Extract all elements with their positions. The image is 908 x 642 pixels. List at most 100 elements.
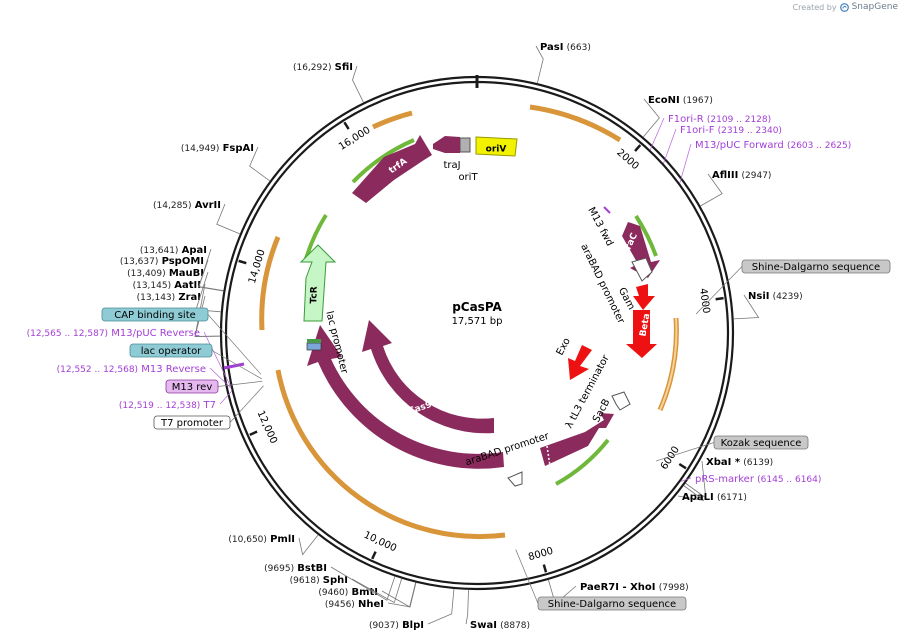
sacb-dotted xyxy=(546,445,551,467)
site-layer: PasI (663) EcoNI (1967) AflIII (2947) NsiI … xyxy=(120,42,803,631)
site-name: AatII xyxy=(174,280,201,291)
primer-label[interactable]: (12,552 .. 12,568) M13 Reverse xyxy=(57,364,206,375)
primer-label[interactable]: F1ori-F (2319 .. 2340) xyxy=(680,125,782,136)
site-name: EcoNI xyxy=(648,95,680,106)
site-leader-line xyxy=(387,582,417,608)
feature-label[interactable]: T7 promoter xyxy=(160,418,224,429)
primer-label[interactable]: F1ori-R (2109 .. 2128) xyxy=(668,114,771,125)
primer-name: F1ori-F xyxy=(680,125,715,136)
tick-label: 4000 xyxy=(697,288,711,315)
snapgene-logo-icon xyxy=(839,2,849,12)
site-leader-line xyxy=(352,65,364,103)
restriction-site-label[interactable]: (14,285) AvrII xyxy=(153,200,221,211)
restriction-site-label[interactable]: PasI (663) xyxy=(540,42,591,53)
feature-label[interactable]: M13 rev xyxy=(172,382,213,393)
site-name: PspOMI xyxy=(162,256,204,267)
tick-label: 8000 xyxy=(527,546,555,564)
primer-name: M13/pUC Forward xyxy=(695,140,784,151)
restriction-site-label[interactable]: (9456) NheI xyxy=(325,599,384,610)
restriction-site-label[interactable]: ApaLI (6171) xyxy=(682,492,747,503)
feature-label[interactable]: lac operator xyxy=(141,346,202,357)
restriction-site-label[interactable]: SwaI (8878) xyxy=(470,620,530,631)
inner-feature-label: traJ xyxy=(443,160,460,171)
trfa-cds xyxy=(352,135,432,203)
credit-prefix: Created by xyxy=(792,2,837,12)
restriction-site-label[interactable]: (9037) BlpI xyxy=(369,620,424,631)
site-leader-line xyxy=(198,248,224,292)
primer-range: (6145 .. 6164) xyxy=(757,475,821,485)
restriction-site-label[interactable]: EcoNI (1967) xyxy=(648,95,713,106)
sd-arrow-1 xyxy=(631,257,653,282)
site-leader-line xyxy=(535,45,544,84)
site-position: (13,641) xyxy=(140,246,179,256)
inner-feature-label: araBAD promoter xyxy=(464,431,551,469)
restriction-site-label[interactable]: XbaI * (6139) xyxy=(706,457,773,468)
site-name: BmtI xyxy=(351,587,378,598)
site-position: (4239) xyxy=(773,292,803,302)
tick-label: 12,000 xyxy=(255,409,279,445)
site-name: FspAI xyxy=(223,143,254,154)
site-name: NsiI xyxy=(748,291,769,302)
restriction-site-label[interactable]: (9460) BmtI xyxy=(318,587,378,598)
tl3-arrow xyxy=(611,391,631,411)
restriction-site-label[interactable]: PaeR7I - XhoI (7998) xyxy=(580,582,689,593)
site-leader-line xyxy=(351,578,403,604)
primer-label[interactable]: pRS-marker (6145 .. 6164) xyxy=(695,474,821,485)
arrow-feature-label: Beta xyxy=(639,313,653,338)
site-position: (16,292) xyxy=(293,63,332,73)
traj-feature xyxy=(433,136,460,153)
plasmid-length: 17,571 bp xyxy=(452,316,503,327)
site-position: (10,650) xyxy=(228,535,267,545)
site-leader-line xyxy=(249,146,271,182)
restriction-site-label[interactable]: (14,949) FspAI xyxy=(181,143,254,154)
feature-label[interactable]: Kozak sequence xyxy=(721,438,802,449)
credit-brand: SnapGene xyxy=(851,2,898,12)
tick-mark xyxy=(343,121,350,130)
gam-cds xyxy=(633,284,655,310)
tick-mark xyxy=(542,564,548,573)
feature-arc-green-1 xyxy=(351,138,415,184)
site-name: SfiI xyxy=(335,62,353,73)
restriction-site-label[interactable]: (13,637) PspOMI xyxy=(120,256,204,267)
site-name: PasI xyxy=(540,42,563,53)
restriction-site-label[interactable]: (13,409) MauBI xyxy=(127,268,204,279)
tick-mark xyxy=(249,430,258,436)
feature-arc-orange-6 xyxy=(259,236,281,331)
feature-label[interactable]: Shine-Dalgarno sequence xyxy=(752,262,880,273)
feature-label[interactable]: CAP binding site xyxy=(114,310,196,321)
restriction-site-label[interactable]: (10,650) PmlI xyxy=(228,534,295,545)
site-position: (6139) xyxy=(743,458,773,468)
primer-name: F1ori-R xyxy=(668,114,704,125)
site-name: BstBI xyxy=(297,563,327,574)
restriction-site-label[interactable]: NsiI (4239) xyxy=(748,291,803,302)
primer-label[interactable]: (12,565 .. 12,587) M13/pUC Reverse xyxy=(27,328,200,339)
primer-leader-line xyxy=(219,390,233,405)
feature-arc-green-4 xyxy=(555,438,610,486)
primer-label[interactable]: M13/pUC Forward (2603 .. 2625) xyxy=(695,140,851,151)
primer-leader-line xyxy=(663,128,677,164)
inner-feature-label: oriT xyxy=(458,172,478,183)
restriction-site-label[interactable]: (13,145) AatII xyxy=(133,280,201,291)
feature-label-box xyxy=(129,343,213,358)
restriction-site-label[interactable]: (9618) SphI xyxy=(290,575,348,586)
restriction-site-label[interactable]: (16,292) SfiI xyxy=(293,62,353,73)
site-position: (13,409) xyxy=(127,269,166,279)
orit-feature xyxy=(459,137,471,153)
feature-arc-green-3 xyxy=(634,214,658,257)
site-position: (9460) xyxy=(318,588,348,598)
primer-range: (2319 .. 2340) xyxy=(718,126,782,136)
site-name: SwaI xyxy=(470,620,497,631)
restriction-site-label[interactable]: AflIII (2947) xyxy=(712,170,771,181)
restriction-site-label[interactable]: (9695) BstBI xyxy=(264,563,327,574)
feature-label-box xyxy=(741,259,891,274)
feature-label[interactable]: Shine-Dalgarno sequence xyxy=(548,599,676,610)
tick-label: 2000 xyxy=(614,147,640,172)
site-leader-line xyxy=(298,534,319,556)
primer-name: pRS-marker xyxy=(695,474,755,485)
site-name: XbaI * xyxy=(706,457,741,468)
primer-label[interactable]: (12,519 .. 12,538) T7 xyxy=(119,400,216,411)
restriction-site-label[interactable]: (13,641) ApaI xyxy=(140,245,207,256)
primer-leader-line xyxy=(209,367,232,389)
feature-arc-orange-2 xyxy=(529,104,622,143)
restriction-site-label[interactable]: (13,143) ZraI xyxy=(137,292,201,303)
